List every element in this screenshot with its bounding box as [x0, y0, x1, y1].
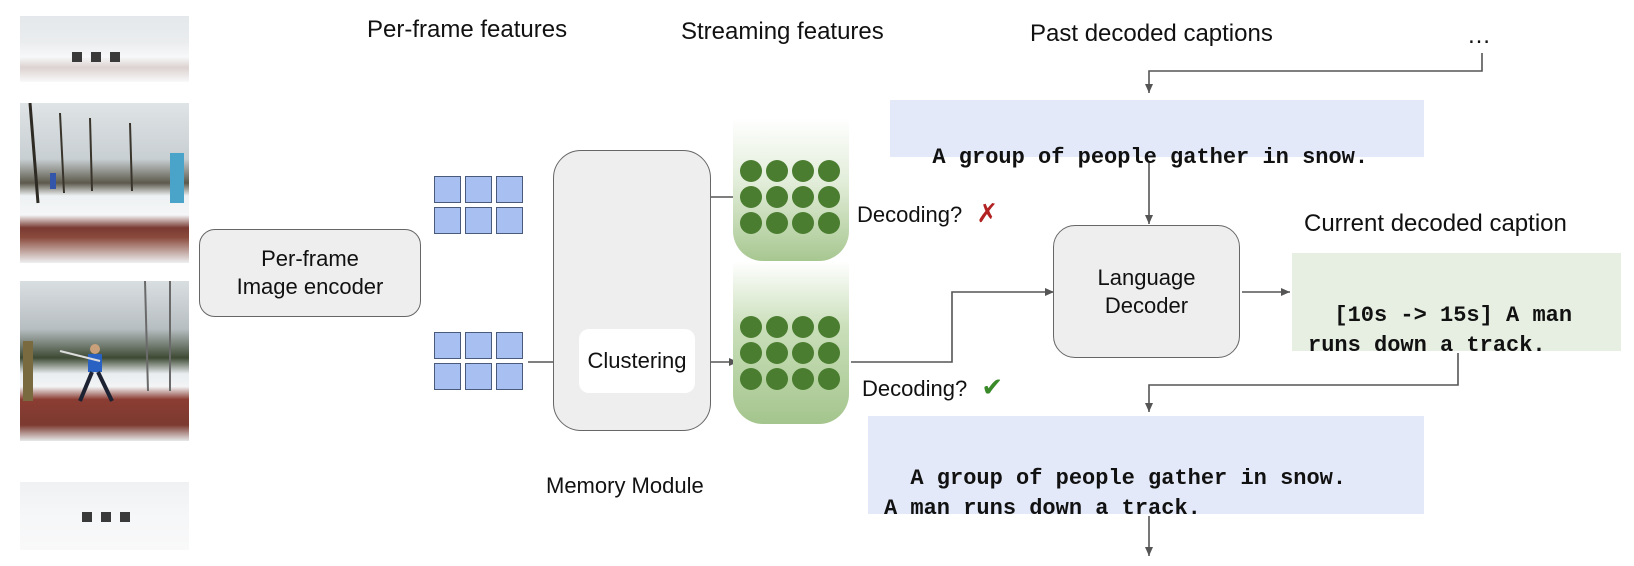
cluster-token	[766, 160, 788, 182]
decoding-yes-label: Decoding? ✔	[862, 372, 1003, 403]
more-frames-indicator	[72, 52, 120, 62]
image-encoder-box: Per-frame Image encoder	[199, 229, 421, 317]
streaming-features-label: Streaming features	[681, 18, 884, 45]
cluster-token	[792, 160, 814, 182]
decoding-no-label: Decoding? ✗	[857, 198, 998, 229]
cluster-token	[766, 316, 788, 338]
image-encoder-text: Per-frame Image encoder	[236, 246, 384, 299]
feature-token	[465, 363, 492, 390]
memory-module-label: Memory Module	[546, 473, 704, 498]
past-caption-box: A group of people gather in snow.	[890, 100, 1424, 170]
cluster-token	[818, 212, 840, 234]
cluster-token	[740, 160, 762, 182]
feature-token	[434, 363, 461, 390]
cluster-token	[818, 342, 840, 364]
cluster-token	[740, 342, 762, 364]
video-frame-top-faded	[20, 16, 189, 82]
cluster-token	[740, 186, 762, 208]
check-icon: ✔	[981, 372, 1004, 402]
feature-token	[465, 176, 492, 203]
per-frame-feature-grid-bottom	[434, 332, 523, 390]
clustering-box: Clustering	[579, 329, 695, 393]
feature-token	[496, 332, 523, 359]
streaming-cluster-top	[740, 160, 840, 234]
cluster-token	[766, 212, 788, 234]
video-frame-bottom-faded	[20, 482, 189, 550]
language-decoder-box: Language Decoder	[1053, 225, 1240, 358]
more-frames-indicator	[82, 512, 130, 522]
frame-2-athlete	[23, 281, 171, 402]
decoding-no-text: Decoding?	[857, 202, 963, 227]
past-decoded-captions-label: Past decoded captions	[1030, 20, 1273, 47]
cluster-token	[818, 186, 840, 208]
clustering-text: Clustering	[587, 348, 687, 373]
language-decoder-text: Language Decoder	[1097, 264, 1196, 318]
per-frame-feature-grid-top	[434, 176, 523, 234]
frame-1-trees	[28, 103, 184, 204]
updated-caption-text: A group of people gather in snow. A man …	[884, 466, 1347, 521]
cluster-token	[740, 316, 762, 338]
current-decoded-caption-label: Current decoded caption	[1304, 210, 1567, 237]
cluster-token	[818, 160, 840, 182]
feature-token	[465, 332, 492, 359]
cluster-token	[792, 368, 814, 390]
decoding-yes-text: Decoding?	[862, 376, 968, 401]
current-caption-text: [10s -> 15s] A man runs down a track.	[1308, 303, 1573, 358]
streaming-cluster-bottom	[740, 316, 840, 390]
feature-token	[496, 363, 523, 390]
cluster-token	[818, 316, 840, 338]
cluster-token	[792, 212, 814, 234]
cross-icon: ✗	[976, 198, 999, 228]
past-caption-text: A group of people gather in snow.	[932, 145, 1369, 170]
cluster-token	[740, 212, 762, 234]
cluster-token	[792, 186, 814, 208]
video-frame-2	[20, 281, 189, 441]
current-caption-box: [10s -> 15s] A man runs down a track.	[1292, 253, 1621, 358]
updated-caption-box: A group of people gather in snow. A man …	[868, 416, 1424, 521]
feature-token	[434, 176, 461, 203]
cluster-token	[740, 368, 762, 390]
cluster-token	[818, 368, 840, 390]
cluster-token	[792, 316, 814, 338]
cluster-token	[792, 342, 814, 364]
feature-token	[465, 207, 492, 234]
ellipsis-label: …	[1467, 22, 1491, 49]
video-frame-1	[20, 103, 189, 263]
feature-token	[496, 176, 523, 203]
cluster-token	[766, 368, 788, 390]
feature-token	[434, 207, 461, 234]
cluster-token	[766, 186, 788, 208]
feature-token	[496, 207, 523, 234]
cluster-token	[766, 342, 788, 364]
per-frame-features-label: Per-frame features	[367, 16, 568, 43]
feature-token	[434, 332, 461, 359]
